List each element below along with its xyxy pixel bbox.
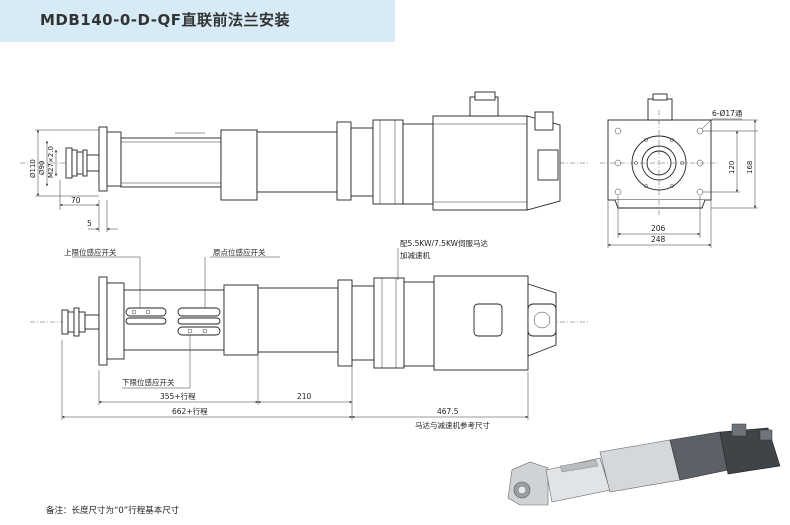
upper-switch-label: 上限位感应开关 xyxy=(64,247,117,257)
dim-467-5: 467.5 xyxy=(437,407,459,416)
dim-662: 662+行程 xyxy=(172,406,208,416)
top-view: Ø110 Ø90 M27×2.0 70 5 xyxy=(20,91,590,232)
dim-210: 210 xyxy=(297,392,312,401)
motor-note-1: 配5.5KW/7.5KW伺服马达 xyxy=(400,238,489,248)
footnote: 备注：长度尺寸为“0”行程基本尺寸 xyxy=(46,506,180,516)
dim-5: 5 xyxy=(87,219,92,228)
side-view: 上限位感应开关 原点位感应开关 下限位感应开关 配5.5KW/7.5KW伺服马达… xyxy=(30,238,590,430)
dim-206: 206 xyxy=(651,224,666,233)
page-title: MDB140-0-D-QF直联前法兰安装 xyxy=(40,11,290,29)
origin-switch-label: 原点位感应开关 xyxy=(213,247,266,257)
dim-168: 168 xyxy=(746,161,754,174)
dim-355: 355+行程 xyxy=(160,391,196,401)
end-view: 6-Ø17通 120 168 206 248 xyxy=(600,93,758,248)
dim-120: 120 xyxy=(728,161,736,174)
dim-d90: Ø90 xyxy=(38,161,46,175)
lower-switch-label: 下限位感应开关 xyxy=(122,377,175,387)
title-bar xyxy=(0,0,395,42)
dim-m27: M27×2.0 xyxy=(47,146,55,178)
dim-d110: Ø110 xyxy=(29,159,37,178)
end-holes-label: 6-Ø17通 xyxy=(712,108,743,118)
dim-70: 70 xyxy=(71,196,81,205)
dim-248: 248 xyxy=(651,235,666,244)
motor-note-2: 加减速机 xyxy=(400,250,430,260)
product-render xyxy=(507,423,781,506)
motor-ref-label: 马达与减速机参考尺寸 xyxy=(415,420,490,430)
